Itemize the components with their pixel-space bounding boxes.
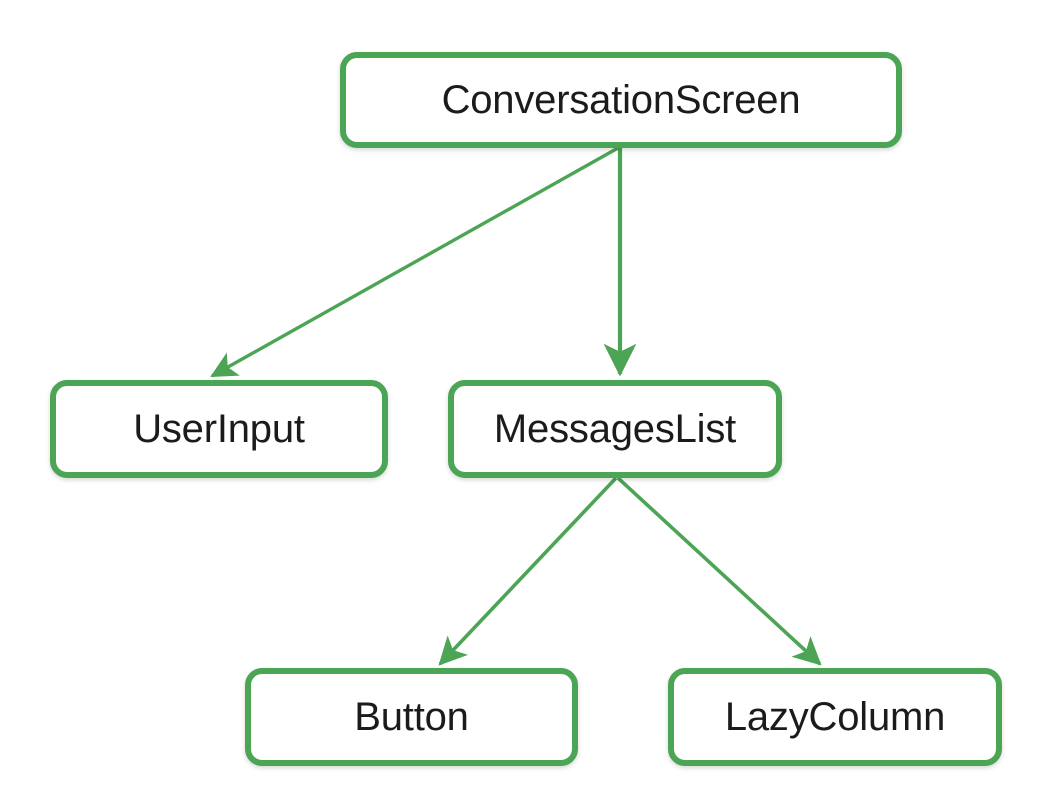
- node-label: UserInput: [133, 407, 305, 451]
- node-userinput[interactable]: UserInput: [50, 380, 388, 478]
- edge-messageslist-to-lazycolumn: [616, 476, 822, 666]
- node-label: LazyColumn: [724, 695, 946, 739]
- edge-messageslist-to-button: [438, 476, 618, 666]
- node-label: ConversationScreen: [441, 78, 801, 122]
- node-lazycolumn[interactable]: LazyColumn: [668, 668, 1002, 766]
- node-label: Button: [354, 695, 469, 739]
- node-messageslist[interactable]: MessagesList: [448, 380, 782, 478]
- node-button[interactable]: Button: [245, 668, 578, 766]
- node-conversationscreen[interactable]: ConversationScreen: [340, 52, 902, 148]
- node-label: MessagesList: [493, 407, 737, 451]
- edge-conversationscreen-to-userinput: [210, 146, 619, 378]
